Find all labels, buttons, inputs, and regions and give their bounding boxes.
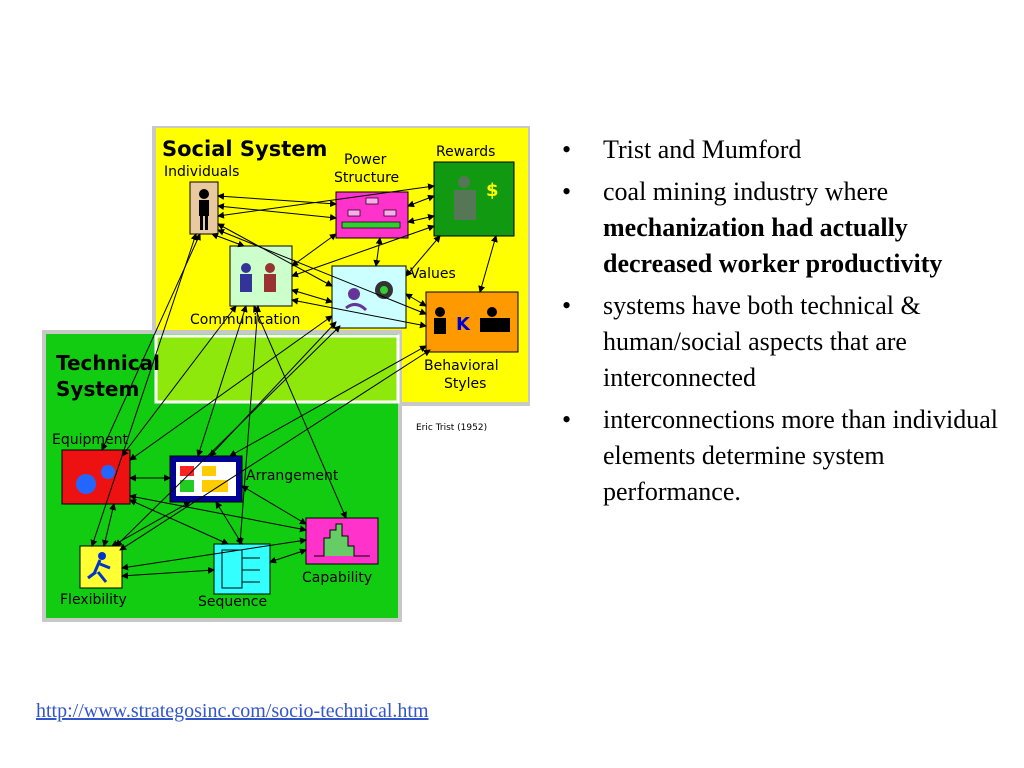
power-structure-label: Power bbox=[344, 152, 387, 168]
rewards-node: $ bbox=[433, 161, 515, 237]
communication-node bbox=[229, 245, 293, 307]
bullet-3-text: systems have both technical & human/soci… bbox=[603, 291, 921, 392]
bullet-list: Trist and Mumford coal mining industry w… bbox=[560, 132, 1010, 516]
technical-system-title: Technical bbox=[56, 351, 160, 375]
overlap-band bbox=[154, 334, 400, 404]
communication-label: Communication bbox=[190, 312, 300, 328]
bullet-2: coal mining industry where mechanization… bbox=[560, 174, 1010, 282]
source-link[interactable]: http://www.strategosinc.com/socio-techni… bbox=[36, 700, 429, 722]
bullet-4: interconnections more than individual el… bbox=[560, 402, 1010, 510]
power-structure-node bbox=[335, 191, 409, 239]
bullet-4-text: interconnections more than individual el… bbox=[603, 405, 998, 506]
capability-node bbox=[305, 517, 379, 565]
equipment-node bbox=[61, 449, 131, 505]
power-structure-label-2: Structure bbox=[334, 170, 399, 186]
technical-system-title-2: System bbox=[56, 377, 139, 401]
bullet-2-text: coal mining industry where bbox=[603, 177, 889, 206]
behavioral-styles-label: Behavioral bbox=[424, 358, 499, 374]
bullet-3: systems have both technical & human/soci… bbox=[560, 288, 1010, 396]
equipment-label: Equipment bbox=[52, 432, 129, 448]
behavioral-styles-node: K bbox=[425, 291, 519, 353]
flexibility-label: Flexibility bbox=[60, 592, 127, 608]
values-label: Values bbox=[410, 266, 456, 282]
values-node bbox=[331, 265, 407, 329]
bullet-1-text: Trist and Mumford bbox=[603, 135, 802, 164]
svg-text:$: $ bbox=[486, 180, 499, 201]
connection-arrows bbox=[90, 183, 498, 580]
flexibility-node bbox=[79, 545, 123, 589]
socio-technical-diagram: Social System Technical System Individua… bbox=[42, 126, 530, 622]
capability-label: Capability bbox=[302, 570, 372, 586]
svg-text:K: K bbox=[456, 314, 471, 335]
individuals-label: Individuals bbox=[164, 164, 239, 180]
rewards-label: Rewards bbox=[436, 144, 495, 160]
sequence-label: Sequence bbox=[198, 594, 267, 610]
social-system-title: Social System bbox=[162, 137, 327, 161]
sequence-node bbox=[213, 543, 271, 595]
individuals-node bbox=[189, 181, 219, 235]
credit-label: Eric Trist (1952) bbox=[416, 423, 487, 433]
bullet-1: Trist and Mumford bbox=[560, 132, 1010, 168]
bullet-2-bold-text: mechanization had actually decreased wor… bbox=[603, 213, 943, 278]
behavioral-styles-label-2: Styles bbox=[444, 376, 486, 392]
